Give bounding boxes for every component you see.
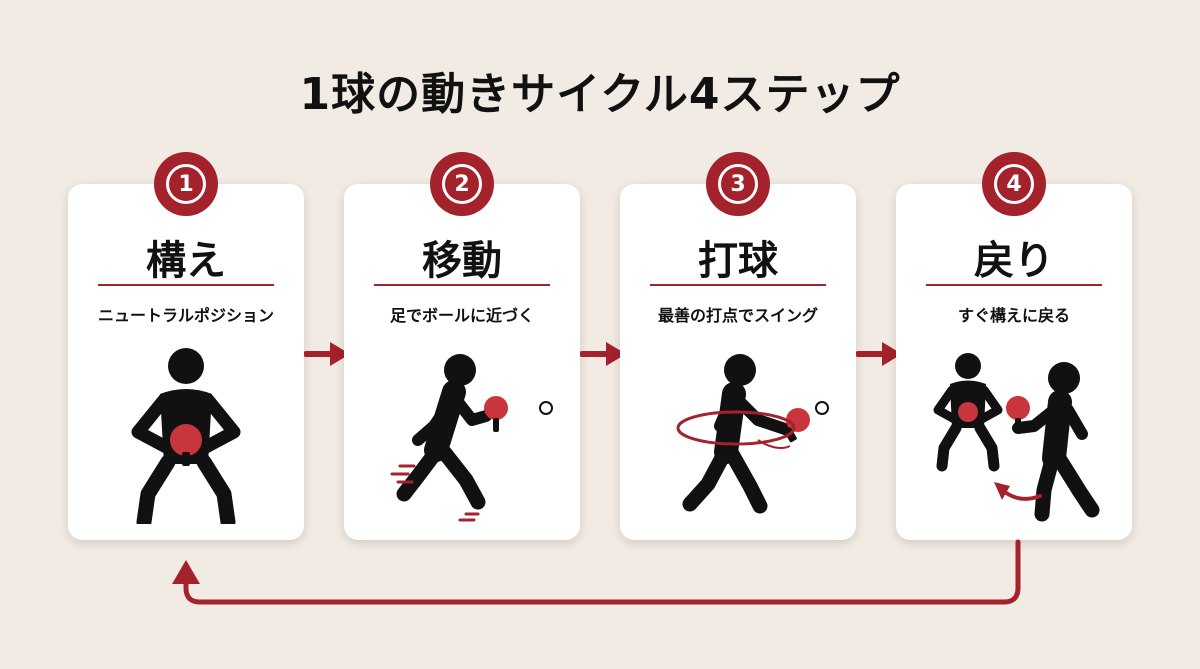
- ready-stance-figure-icon: [131, 348, 241, 524]
- step-number-badge: 1: [154, 152, 218, 216]
- divider: [374, 284, 550, 286]
- returning-player-figure-icon: [933, 353, 1100, 522]
- moving-player-figure-icon: [390, 354, 553, 522]
- step-title: 戻り: [974, 238, 1054, 284]
- divider: [98, 284, 274, 286]
- step-number: 3: [718, 164, 758, 204]
- step-number-badge: 3: [706, 152, 770, 216]
- step-number: 4: [994, 164, 1034, 204]
- step-card-2: 移動 足でボールに近づく: [344, 184, 580, 540]
- step-number: 1: [166, 164, 206, 204]
- step-title: 打球: [698, 238, 778, 284]
- step-description: すぐ構えに戻る: [957, 306, 1070, 325]
- arrow-right-icon: [304, 342, 350, 366]
- step-card-3: 打球 最善の打点でスイング: [620, 184, 856, 540]
- step-title: 移動: [422, 238, 502, 284]
- step-description: 足でボールに近づく: [389, 306, 534, 325]
- divider: [650, 284, 826, 286]
- step-title: 構え: [146, 238, 226, 284]
- arrow-right-icon: [580, 342, 626, 366]
- step-description: 最善の打点でスイング: [657, 306, 818, 325]
- step-number-badge: 4: [982, 152, 1046, 216]
- step-number: 2: [442, 164, 482, 204]
- divider: [926, 284, 1102, 286]
- swinging-player-figure-icon: [676, 354, 829, 514]
- page-title: 1球の動きサイクル4ステップ: [299, 69, 901, 120]
- step-number-badge: 2: [430, 152, 494, 216]
- step-card-4: 戻り すぐ構えに戻る: [896, 184, 1132, 540]
- arrow-right-icon: [856, 342, 902, 366]
- step-card-1: 構え ニュートラルポジション: [68, 184, 304, 540]
- step-description: ニュートラルポジション: [97, 306, 274, 325]
